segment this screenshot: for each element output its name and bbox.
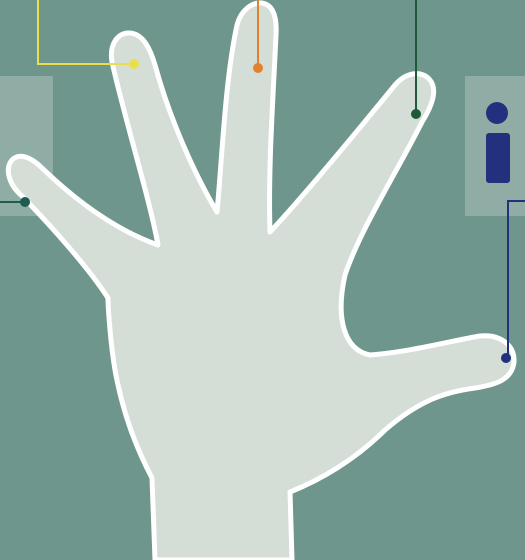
info-icon <box>486 102 510 183</box>
middle-finger-marker[interactable] <box>253 63 263 73</box>
ring-finger-marker[interactable] <box>411 109 421 119</box>
thumb-marker[interactable] <box>501 353 511 363</box>
index-finger-marker[interactable] <box>129 59 139 69</box>
pinky-finger-marker[interactable] <box>20 197 30 207</box>
